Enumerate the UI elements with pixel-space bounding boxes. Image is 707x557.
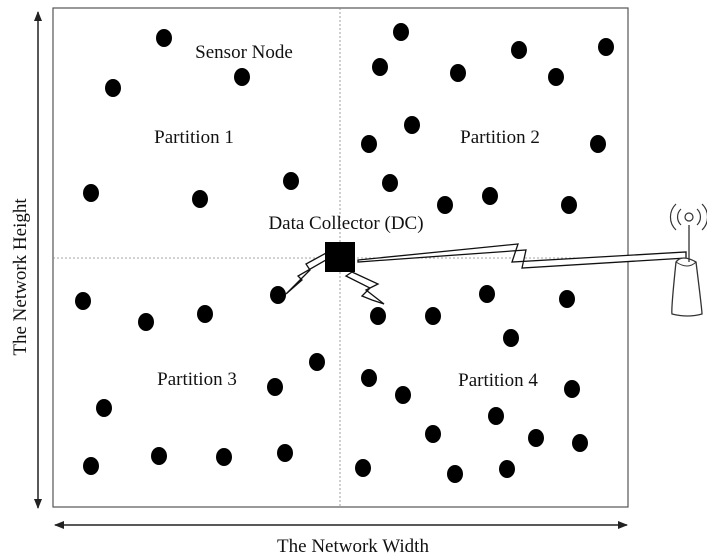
- wireless-link-to-partition-3: [285, 250, 329, 295]
- sensor-node: [361, 369, 377, 387]
- sensor-node: [75, 292, 91, 310]
- data-collector-label: Data Collector (DC): [268, 213, 423, 234]
- sensor-node: [511, 41, 527, 59]
- sensor-node: [83, 184, 99, 202]
- sensor-node: [479, 285, 495, 303]
- partition-4-label: Partition 4: [458, 370, 538, 391]
- antenna-tower-icon: [669, 203, 707, 317]
- sensor-node: [361, 135, 377, 153]
- x-axis-label: The Network Width: [277, 536, 429, 557]
- sensor-node: [404, 116, 420, 134]
- y-axis-label: The Network Height: [10, 198, 31, 356]
- sensor-node: [425, 425, 441, 443]
- sensor-node: [83, 457, 99, 475]
- sensor-node: [528, 429, 544, 447]
- sensor-node: [425, 307, 441, 325]
- sensor-node: [138, 313, 154, 331]
- partition-2-label: Partition 2: [460, 127, 540, 148]
- data-collector: [325, 242, 355, 272]
- sensor-node: [564, 380, 580, 398]
- sensor-node: [450, 64, 466, 82]
- sensor-node: [482, 187, 498, 205]
- sensor-node: [372, 58, 388, 76]
- wireless-link-to-partition-4: [344, 271, 385, 305]
- sensor-node: [156, 29, 172, 47]
- sensor-node: [382, 174, 398, 192]
- sensor-node: [561, 196, 577, 214]
- partition-1-label: Partition 1: [154, 127, 234, 148]
- sensor-node: [598, 38, 614, 56]
- sensor-node: [370, 307, 386, 325]
- sensor-node: [216, 448, 232, 466]
- sensor-node: [572, 434, 588, 452]
- sensor-node: [499, 460, 515, 478]
- wireless-link-to-base-station: [357, 243, 687, 269]
- sensor-node-label: Sensor Node: [195, 42, 293, 63]
- sensor-node: [105, 79, 121, 97]
- sensor-nodes: [75, 23, 614, 483]
- sensor-node: [277, 444, 293, 462]
- sensor-node: [192, 190, 208, 208]
- partition-3-label: Partition 3: [157, 369, 237, 390]
- sensor-node: [309, 353, 325, 371]
- sensor-node: [197, 305, 213, 323]
- sensor-node: [267, 378, 283, 396]
- sensor-node: [283, 172, 299, 190]
- sensor-node: [503, 329, 519, 347]
- sensor-node: [559, 290, 575, 308]
- sensor-node: [270, 286, 286, 304]
- sensor-node: [548, 68, 564, 86]
- sensor-node: [96, 399, 112, 417]
- sensor-node: [395, 386, 411, 404]
- sensor-node: [234, 68, 250, 86]
- sensor-node: [488, 407, 504, 425]
- sensor-node: [151, 447, 167, 465]
- sensor-node: [447, 465, 463, 483]
- sensor-node: [393, 23, 409, 41]
- sensor-node: [590, 135, 606, 153]
- sensor-node: [437, 196, 453, 214]
- sensor-node: [355, 459, 371, 477]
